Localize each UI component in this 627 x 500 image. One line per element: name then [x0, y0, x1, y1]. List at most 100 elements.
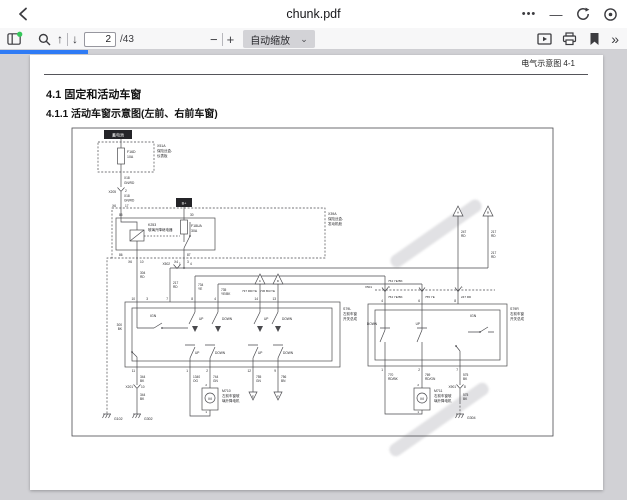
- page-down-button[interactable]: ↓: [72, 32, 78, 46]
- diagram-label: RD/BK: [388, 377, 399, 381]
- diagram-label: 玻璃升降继电器: [148, 227, 173, 232]
- diagram-label: RD/GN: [425, 377, 436, 381]
- zoom-out-button[interactable]: −: [210, 31, 218, 47]
- bookmark-icon[interactable]: [586, 31, 602, 47]
- diagram-label: 17: [125, 204, 129, 208]
- zoom-in-button[interactable]: +: [226, 31, 235, 47]
- search-icon[interactable]: [36, 31, 52, 47]
- diagram-label: GN: [213, 379, 218, 383]
- zoom-mode-select[interactable]: 自动缩放 ⌄: [243, 30, 315, 48]
- diagram-label: 9: [274, 369, 276, 373]
- diagram-label: YE/BK: [221, 292, 231, 296]
- diagram-label: 734: [198, 283, 204, 287]
- diagram-label: X6: [112, 204, 116, 208]
- diagram-label: S79R: [510, 307, 519, 311]
- diagram-label: X6: [128, 260, 132, 264]
- target-icon[interactable]: [601, 5, 619, 23]
- diagram-label: 735: [221, 288, 227, 292]
- page-number-input[interactable]: [84, 31, 116, 47]
- loading-bar: [0, 50, 88, 54]
- diagram-label: RD: [461, 234, 466, 238]
- sidebar-toggle-icon[interactable]: [7, 31, 23, 47]
- ground-g302-icon: [132, 413, 141, 419]
- diagram-label: 217: [173, 281, 179, 285]
- diagram-label: 217: [491, 251, 497, 255]
- diagram-label: 2: [417, 383, 419, 387]
- diagram-label: C: [259, 279, 262, 283]
- diagram-label: B: [487, 211, 489, 215]
- diagram-label: 756: [281, 375, 287, 379]
- diagram-label: 左前车窗: [343, 311, 357, 316]
- header-rule: [44, 74, 588, 75]
- right-window-switch-inner: [374, 309, 501, 361]
- diagram-label: 9: [388, 285, 390, 289]
- diagram-label: 344: [140, 393, 146, 397]
- diagram-label: 247 RD: [461, 295, 472, 299]
- diagram-label: UP: [264, 317, 268, 321]
- bplus-box: [176, 198, 192, 207]
- diagram-label: X502: [163, 262, 171, 266]
- more-options-icon[interactable]: •••: [521, 8, 537, 20]
- diagram-label: 1: [179, 262, 181, 266]
- diagram-label: 10: [141, 385, 145, 389]
- diagram-label: 755 YE: [425, 295, 435, 299]
- diagram-label: GN/RD: [124, 199, 135, 203]
- ground-symbols: [102, 413, 464, 419]
- print-icon[interactable]: [561, 31, 577, 47]
- diagram-label: 86: [119, 253, 123, 257]
- diagram-label: DOWN: [215, 351, 226, 355]
- diagram-label: X501: [365, 285, 372, 289]
- ground-g102-icon: [102, 413, 111, 419]
- diagram-label: G102: [114, 417, 123, 421]
- window-titlebar: chunk.pdf ••• —: [0, 0, 627, 28]
- fuse-box-ip: [97, 141, 155, 173]
- diagram-label: S79L: [343, 307, 351, 311]
- diagram-label: X39A: [328, 212, 337, 216]
- page-up-button[interactable]: ↑: [57, 32, 63, 46]
- dashed-boxes: [97, 141, 495, 414]
- diagram-label: UP: [195, 351, 199, 355]
- pdf-page: 电气示意图 4-1 4.1 固定和活动车窗 4.1.1 活动车窗示意图(左前、右…: [30, 55, 603, 490]
- junction-dots: [131, 235, 481, 353]
- diagram-label: A: [457, 211, 459, 215]
- diagram-label: X205: [109, 190, 117, 194]
- diagram-label: B+: [182, 202, 188, 206]
- diagram-label: RD: [140, 275, 145, 279]
- chevron-down-icon: ⌄: [300, 33, 308, 44]
- page-header: 电气示意图 4-1: [521, 59, 575, 68]
- diagram-label: GN: [256, 379, 261, 383]
- presentation-mode-icon[interactable]: [536, 31, 552, 47]
- diagram-label: BK: [140, 397, 145, 401]
- viewer-background: 电气示意图 4-1 4.1 固定和活动车窗 4.1.1 活动车窗示意图(左前、右…: [0, 54, 627, 500]
- diagram-label: DOWN: [283, 351, 294, 355]
- minimize-icon[interactable]: —: [549, 6, 563, 22]
- refresh-icon[interactable]: [574, 5, 592, 23]
- diagram-label: X18: [124, 176, 130, 180]
- back-icon[interactable]: [14, 5, 32, 23]
- motor-right: [416, 392, 428, 404]
- pdf-toolbar: ↑ ↓ /43 − + 自动缩放 ⌄ »: [0, 28, 627, 50]
- battery-box: [104, 130, 132, 139]
- diagram-label: X901: [449, 385, 457, 389]
- left-window-switch-inner: [131, 307, 333, 362]
- components: [115, 147, 508, 411]
- offpage-arrows: [248, 205, 494, 401]
- subsection-heading: 4.1.1 活动车窗示意图(左前、右前车窗): [46, 109, 218, 120]
- diagram-label: 1: [205, 410, 207, 414]
- diagram-label: 8: [464, 385, 466, 389]
- switch-arrowheads: [192, 326, 281, 332]
- diagram-label: 304: [140, 271, 146, 275]
- diagram-label: 754 YE/BK: [388, 279, 403, 283]
- offpage-arrow-down-icon: [248, 391, 258, 401]
- relay-k253: [115, 217, 216, 251]
- diagram-label: 保险丝盒-: [328, 216, 344, 221]
- diagram-label: 4: [190, 262, 192, 266]
- diagram-label: 开关总成: [343, 316, 357, 321]
- diagram-label: X18: [124, 194, 130, 198]
- diagram-label: RD: [173, 285, 178, 289]
- more-tools-icon[interactable]: »: [611, 31, 619, 47]
- diagram-label: 13: [272, 297, 276, 301]
- zoom-mode-label: 自动缩放: [250, 35, 291, 47]
- fuse-box-engine: [111, 207, 326, 259]
